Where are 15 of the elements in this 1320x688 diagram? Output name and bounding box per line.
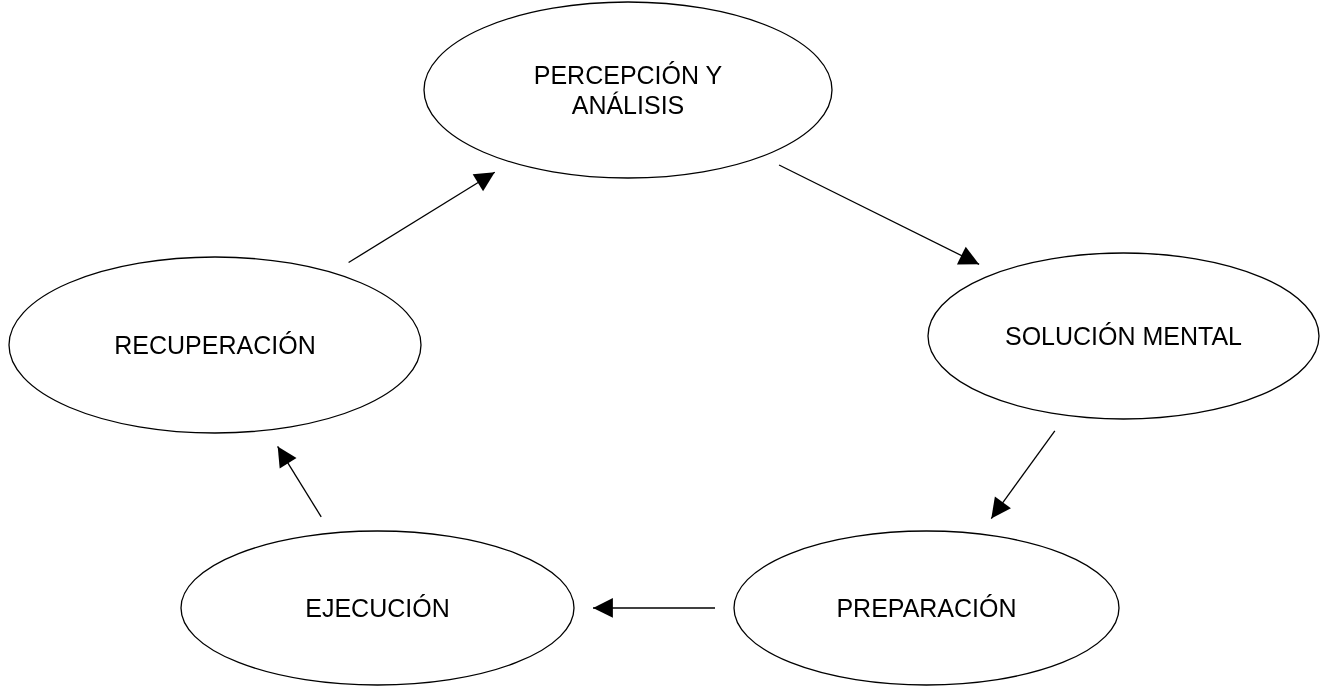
stage-label: RECUPERACIÓN [114, 330, 316, 360]
stage-ellipse [733, 530, 1120, 686]
arrow [276, 445, 322, 518]
stage-label: PERCEPCIÓN Y ANÁLISIS [532, 60, 724, 120]
arrow [592, 598, 716, 618]
arrow [990, 430, 1056, 520]
stage-ellipse [423, 1, 833, 179]
stage-label: SOLUCIÓN MENTAL [1004, 321, 1243, 351]
stage-label: PREPARACIÓN [836, 593, 1017, 623]
arrow [347, 171, 496, 264]
stage-ellipse [180, 530, 575, 686]
stage-ellipse [8, 256, 422, 434]
arrow [778, 164, 980, 265]
stage-label: EJECUCIÓN [305, 593, 450, 623]
stage-ellipse [927, 252, 1320, 420]
